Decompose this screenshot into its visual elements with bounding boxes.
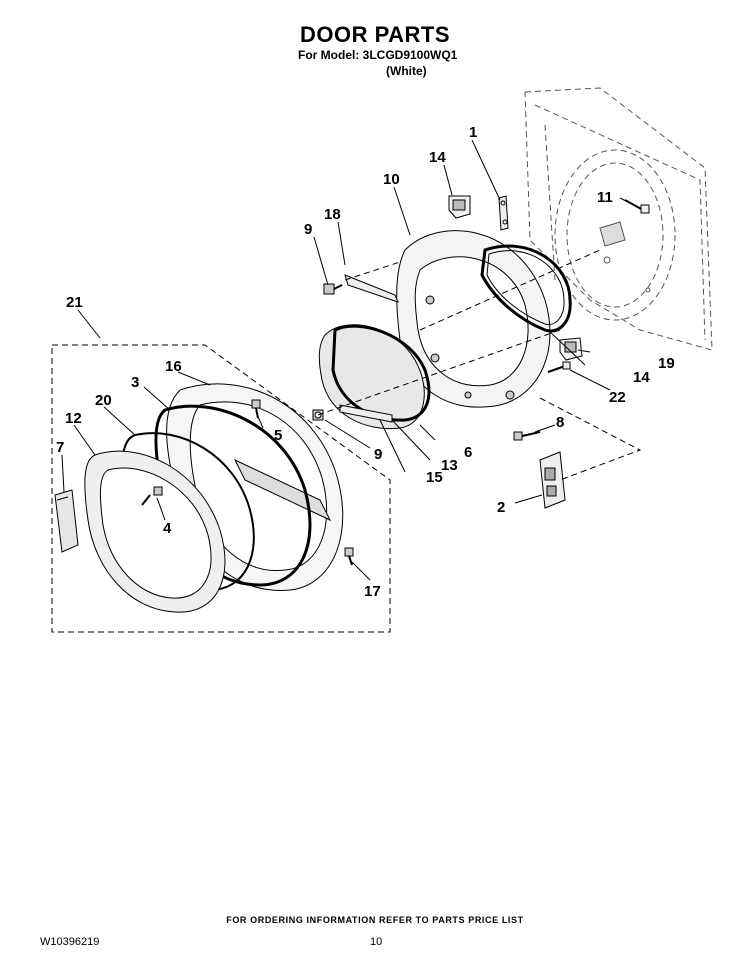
callout-9-mid: 9 [374,446,382,463]
callout-3: 3 [131,374,139,391]
callout-10: 10 [383,171,400,188]
part-14-bracket-right [559,337,583,361]
callout-22: 22 [609,389,626,406]
part-15-strip [339,404,393,423]
callout-7: 7 [56,439,64,456]
alignment-lines [317,249,642,481]
callout-17: 17 [364,583,381,600]
part-4-screw [141,486,163,506]
part-2-door-latch [539,451,566,509]
model-line: For Model: 3LCGD9100WQ1 [298,48,458,62]
callout-20: 20 [95,392,112,409]
part-10-inner-door [396,230,551,408]
cabinet-front-panel [524,87,713,351]
part-19-gasket [480,244,572,333]
part-9-screw-top [323,283,343,295]
callout-16: 16 [165,358,182,375]
callout-6: 6 [464,444,472,461]
page-title: DOOR PARTS [299,22,451,47]
callout-14-top: 14 [429,149,446,166]
callout-2: 2 [497,499,505,516]
callout-15: 15 [426,469,443,486]
callout-9-top: 9 [304,221,312,238]
color-line: (White) [386,64,427,78]
part-7-handle [54,489,79,553]
part-12-front-ring [84,450,226,613]
part-1-hinge-strip [498,195,509,231]
part-22-screw [547,361,571,373]
page-number: 10 [370,936,383,948]
part-8-screw [513,431,541,441]
callout-14-right: 14 [633,369,650,386]
callout-18: 18 [324,206,341,223]
callout-21: 21 [66,294,83,311]
callout-8: 8 [556,414,564,431]
leader-lines [61,139,631,581]
callout-19: 19 [658,355,675,372]
part-14-bracket-top [448,195,471,219]
ordering-note: FOR ORDERING INFORMATION REFER TO PARTS … [226,915,524,925]
callout-4: 4 [163,520,172,537]
callout-13: 13 [441,457,458,474]
callout-labels: 1 14 10 18 9 11 21 16 3 20 12 7 5 4 19 1… [56,124,675,600]
part-18-bracket [344,274,399,303]
part-6-door-glass [318,324,431,430]
callout-12: 12 [65,410,82,427]
document-number: W10396219 [40,936,100,948]
callout-5: 5 [274,427,282,444]
callout-1: 1 [469,124,477,141]
callout-11: 11 [597,189,613,206]
part-17-screw [344,547,354,566]
